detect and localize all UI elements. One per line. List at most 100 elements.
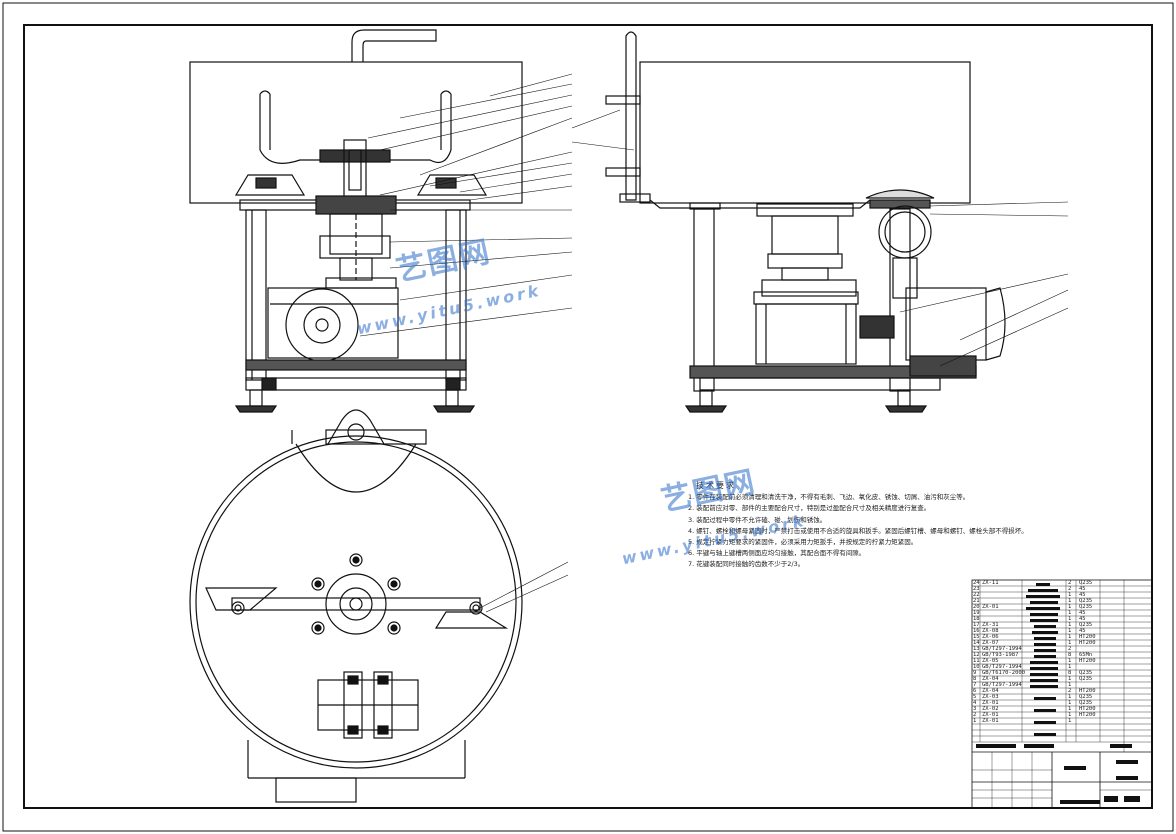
bom-row: 22 1 45 — [972, 592, 1152, 598]
bom-cell-qty: 1 — [1068, 616, 1072, 622]
bom-cell-no: 9 — [973, 670, 977, 676]
bom-cell-qty: 1 — [1068, 706, 1072, 712]
tech-requirement-line: 6. 平键与轴上键槽两侧面应均匀接触，其配合面不得有间隙。 — [688, 549, 866, 558]
tech-requirement-line: 4. 螺钉、螺栓和螺母紧固时，严禁打击或使用不合适的旋具和扳手。紧固后螺钉槽、螺… — [688, 526, 1028, 535]
bom-cell-material: Q235 — [1079, 676, 1093, 682]
tech-requirement-line: 2. 装配前应对零、部件的主要配合尺寸，特别是过盈配合尺寸及相关精度进行复查。 — [688, 504, 931, 513]
tech-requirements-title: 技术要求 — [696, 481, 736, 490]
bom-cell-no: 19 — [973, 610, 980, 616]
bom-cell-code: ZX-01 — [982, 712, 999, 718]
front-motor — [267, 287, 399, 359]
bom-cell-no: 24 — [973, 580, 980, 586]
bom-row: 9 GB/T6170-2000 8 Q235 — [972, 670, 1152, 676]
bom-cell-qty: 1 — [1068, 664, 1072, 670]
bom-cell-material: Q235 — [1079, 622, 1093, 628]
bom-cell-material: 45 — [1079, 592, 1086, 598]
bom-cell-qty: 1 — [1068, 676, 1072, 682]
bom-cell-material: HT200 — [1079, 712, 1096, 718]
technical-requirements: 技术要求 1. 零件在装配前必须清理和清洗干净，不得有毛刺、飞边、氧化皮、锈蚀、… — [688, 480, 1028, 571]
bom-cell-no: 5 — [973, 694, 977, 700]
bom-cell-no: 21 — [973, 598, 980, 604]
bom-cell-qty: 1 — [1068, 658, 1072, 664]
bom-cell-code: ZX-02 — [982, 706, 999, 712]
bom-cell-qty: 1 — [1068, 718, 1072, 724]
bom-cell-material: HT200 — [1079, 688, 1096, 694]
bom-cell-material: Q235 — [1079, 700, 1093, 706]
bom-cell-no: 6 — [973, 688, 977, 694]
bom-cell-qty: 1 — [1068, 628, 1072, 634]
side-view — [571, 31, 1069, 413]
bom-cell-material: Q235 — [1079, 670, 1093, 676]
bom-cell-code: GB/T297-1994 — [982, 646, 1022, 652]
bom-cell-qty: 1 — [1068, 634, 1072, 640]
bom-row: 6 ZX-04 2 HT200 — [972, 688, 1152, 694]
bom-cell-no: 15 — [973, 634, 980, 640]
bom-cell-material: HT200 — [1079, 706, 1096, 712]
bom-cell-code: ZX-06 — [982, 634, 999, 640]
bom-cell-qty: 8 — [1068, 652, 1072, 658]
bom-cell-code: GB/T297-1994 — [982, 664, 1022, 670]
bom-cell-qty: 2 — [1068, 688, 1072, 694]
bom-cell-qty: 1 — [1068, 640, 1072, 646]
bom-cell-material: HT200 — [1079, 640, 1096, 646]
bom-cell-no: 20 — [973, 604, 980, 610]
bom-cell-qty: 1 — [1068, 682, 1072, 688]
bom-cell-qty: 8 — [1068, 670, 1072, 676]
bom-cell-code: ZX-08 — [982, 628, 999, 634]
front-inlet-pipe — [351, 29, 437, 62]
title-block — [971, 579, 1153, 809]
bom-cell-material: HT200 — [1079, 658, 1096, 664]
bom-cell-qty: 1 — [1068, 592, 1072, 598]
bom-cell-no: 4 — [973, 700, 977, 706]
bom-cell-code: ZX-31 — [982, 622, 999, 628]
bom-cell-material: Q235 — [1079, 694, 1093, 700]
bom-cell-code: ZX-04 — [982, 676, 999, 682]
bom-cell-code: ZX-04 — [982, 688, 999, 694]
bom-cell-qty: 1 — [1068, 622, 1072, 628]
bom-cell-material: 45 — [1079, 610, 1086, 616]
bom-cell-no: 13 — [973, 646, 980, 652]
bom-cell-code: GB/T297-1994 — [982, 682, 1022, 688]
bom-cell-code: ZX-01 — [982, 700, 999, 706]
bom-cell-no: 10 — [973, 664, 980, 670]
bom-cell-code: GB/T6170-2000 — [982, 670, 1026, 676]
bom-cell-no: 8 — [973, 676, 977, 682]
bom-cell-no: 1 — [973, 718, 977, 724]
bom-cell-qty: 2 — [1068, 646, 1072, 652]
bom-cell-material: 45 — [1079, 616, 1086, 622]
bom-row: 18 1 45 — [972, 616, 1152, 622]
bom-cell-no: 18 — [973, 616, 980, 622]
bom-row: 8 ZX-04 1 Q235 — [972, 676, 1152, 682]
bom-cell-code: ZX-07 — [982, 640, 999, 646]
bom-cell-no: 22 — [973, 592, 980, 598]
bom-cell-code: ZX-11 — [982, 580, 999, 586]
bom-cell-material: 45 — [1079, 628, 1086, 634]
inner-frame — [23, 24, 1153, 809]
bom-cell-no: 12 — [973, 652, 980, 658]
tech-requirement-line: 7. 花键装配同时接触的齿数不少于2/3。 — [688, 560, 805, 569]
bom-cell-material: Q235 — [1079, 580, 1093, 586]
bom-cell-no: 17 — [973, 622, 980, 628]
bom-cell-material: 65Mn — [1079, 652, 1093, 658]
bom-cell-no: 23 — [973, 586, 980, 592]
bom-cell-no: 16 — [973, 628, 980, 634]
tech-requirement-line: 3. 装配过程中零件不允许磕、碰、划伤和锈蚀。 — [688, 515, 827, 524]
